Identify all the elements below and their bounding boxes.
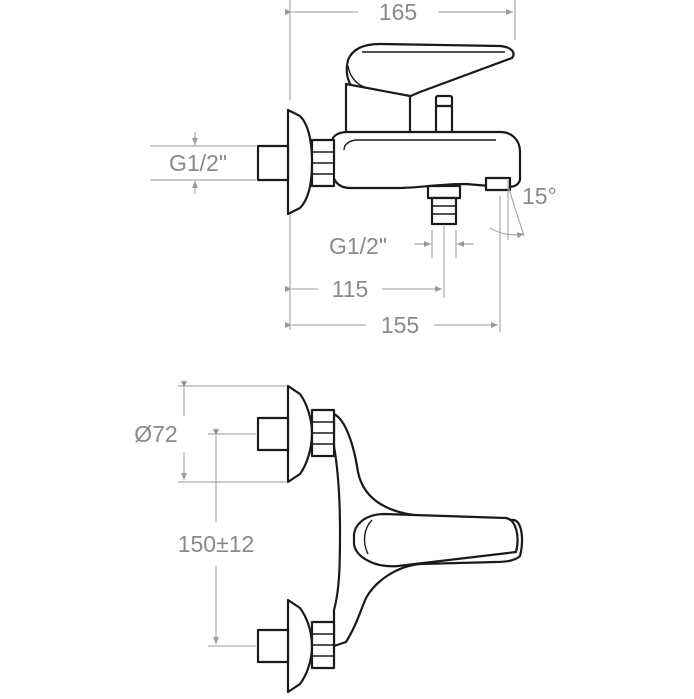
lower-pipe xyxy=(256,628,290,664)
center-distance-label: 150±12 xyxy=(178,531,255,557)
spout-aerator xyxy=(484,176,512,192)
inlet-thread-label: G1/2" xyxy=(169,150,227,176)
outlet-nut xyxy=(426,184,462,200)
lower-inlet xyxy=(256,598,336,694)
dimension-outlet-thread: G1/2" xyxy=(329,230,474,259)
upper-pipe xyxy=(256,416,290,452)
dimension-155: 155 xyxy=(285,196,501,338)
lower-flange xyxy=(286,598,314,694)
diameter-label: Ø72 xyxy=(134,421,177,447)
outlet-thread-label: G1/2" xyxy=(329,233,387,259)
mixer-body xyxy=(330,130,522,190)
wall-flange xyxy=(286,108,314,216)
angle-label: 15° xyxy=(522,183,557,209)
dimension-diameter: Ø72 xyxy=(134,381,286,483)
dimension-155-label: 155 xyxy=(381,312,419,338)
inlet-pipe xyxy=(256,144,290,182)
dimension-115: 115 xyxy=(285,214,445,330)
upper-flange xyxy=(286,384,314,484)
upper-inlet xyxy=(256,384,336,484)
dimension-angle: 15° xyxy=(489,180,557,240)
dimension-165-label: 165 xyxy=(379,0,417,25)
front-view: Ø72 150±12 xyxy=(134,381,524,694)
front-lever xyxy=(352,512,519,568)
dimension-inlet-thread: G1/2" xyxy=(150,132,256,194)
side-view: 165 G1/ xyxy=(150,0,557,338)
dimension-center-distance: 150±12 xyxy=(178,429,256,647)
dimension-115-label: 115 xyxy=(332,276,369,302)
dimension-165: 165 xyxy=(285,0,516,100)
outlet-thread xyxy=(430,196,458,226)
